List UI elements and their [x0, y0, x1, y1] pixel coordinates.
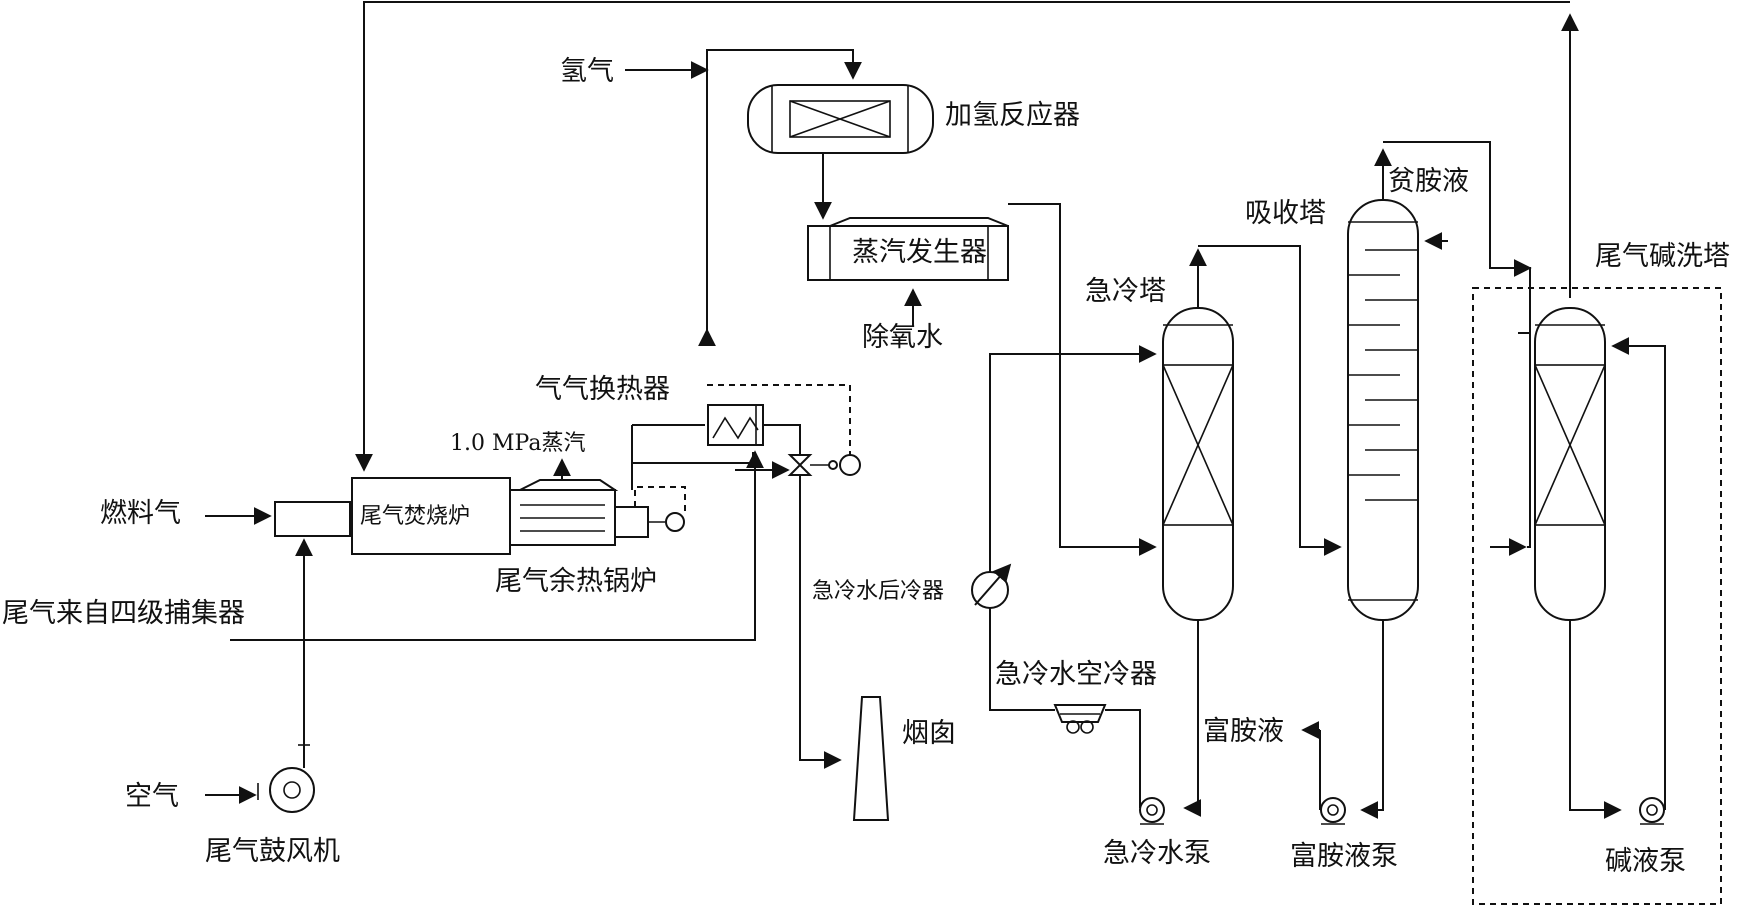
exchanger-to-valve	[763, 424, 801, 456]
caustic-scrubber-boundary	[1472, 287, 1722, 905]
rich-amine-label: 富胺液	[1203, 716, 1284, 747]
gas-gas-exchanger-label: 气气换热器	[535, 374, 670, 405]
quench-water-air-cooler	[1053, 704, 1107, 734]
air-label: 空气	[125, 781, 179, 812]
scrubber-bottom-to-pump	[1569, 620, 1622, 819]
chimney	[852, 696, 890, 821]
absorber-column	[1347, 199, 1419, 621]
absorber-to-scrubber-line	[1383, 141, 1531, 334]
caustic-pump-label: 碱液泵	[1605, 846, 1686, 877]
quench-water-return-line	[989, 345, 1157, 580]
quench-tower-label: 急冷塔	[1085, 276, 1166, 307]
caustic-return-line	[1611, 337, 1666, 810]
steam-generator-label: 蒸汽发生器	[852, 237, 987, 268]
recycle-line-top	[355, 1, 1579, 472]
hydrogenation-reactor	[747, 84, 934, 154]
rich-amine-pump-label: 富胺液泵	[1290, 841, 1398, 872]
steam-generator	[807, 217, 1009, 281]
bypass-valve	[787, 454, 838, 476]
burner-box	[274, 501, 351, 537]
tail-gas-source-line	[230, 450, 764, 641]
quench-water-air-cooler-label: 急冷水空冷器	[995, 659, 1157, 690]
exchanger-dashed-control	[707, 384, 851, 455]
fuel-gas-label: 燃料气	[100, 498, 181, 529]
caustic-scrubber-label: 尾气碱洗塔	[1595, 241, 1730, 272]
hydrogenation-reactor-label: 加氢反应器	[945, 100, 1080, 131]
blower-label: 尾气鼓风机	[205, 836, 340, 867]
gas-gas-exchanger	[707, 404, 764, 446]
tail-gas-blower	[257, 744, 315, 813]
waste-heat-boiler-label: 尾气余热锅炉	[495, 566, 657, 597]
quench-bottom-to-pump	[1183, 620, 1202, 817]
control-valve-sensor	[839, 454, 861, 476]
absorber-bottom-to-pump	[1360, 620, 1384, 819]
caustic-scrubber-column	[1534, 307, 1606, 621]
tail-gas-source-label: 尾气来自四级捕集器	[2, 598, 245, 629]
quench-water-aftercooler-label: 急冷水后冷器	[812, 579, 944, 604]
waste-heat-boiler	[509, 479, 685, 546]
quench-tower	[1162, 307, 1234, 621]
quench-water-pump	[1139, 797, 1165, 825]
air-cooler-to-pump	[1105, 709, 1141, 808]
reactor-inlet-line	[706, 49, 862, 340]
absorber-to-scrubber-line-2	[1527, 333, 1531, 548]
quench-water-pump-label: 急冷水泵	[1103, 838, 1211, 869]
steam-generator-to-quench-line	[1008, 203, 1157, 556]
caustic-pump	[1639, 797, 1665, 825]
boiler-outlet-line	[631, 462, 760, 490]
lean-amine-label: 贫胺液	[1388, 166, 1469, 197]
boiler-level-control-dashed	[634, 486, 686, 513]
quench-water-aftercooler	[971, 563, 1012, 609]
quench-water-circuit	[989, 605, 1055, 711]
absorber-label: 吸收塔	[1245, 198, 1326, 229]
steam-1mpa-label: 1.0 MPa蒸汽	[450, 431, 585, 456]
deoxygenated-water-label: 除氧水	[862, 322, 943, 353]
to-chimney-line	[799, 475, 842, 769]
incinerator	[351, 477, 511, 555]
hydrogen-label: 氢气	[560, 56, 614, 87]
chimney-label: 烟囱	[902, 718, 956, 749]
incinerator-label: 尾气焚烧炉	[360, 504, 470, 529]
rich-amine-pump	[1320, 797, 1346, 825]
quench-to-absorber-line	[1198, 245, 1342, 556]
